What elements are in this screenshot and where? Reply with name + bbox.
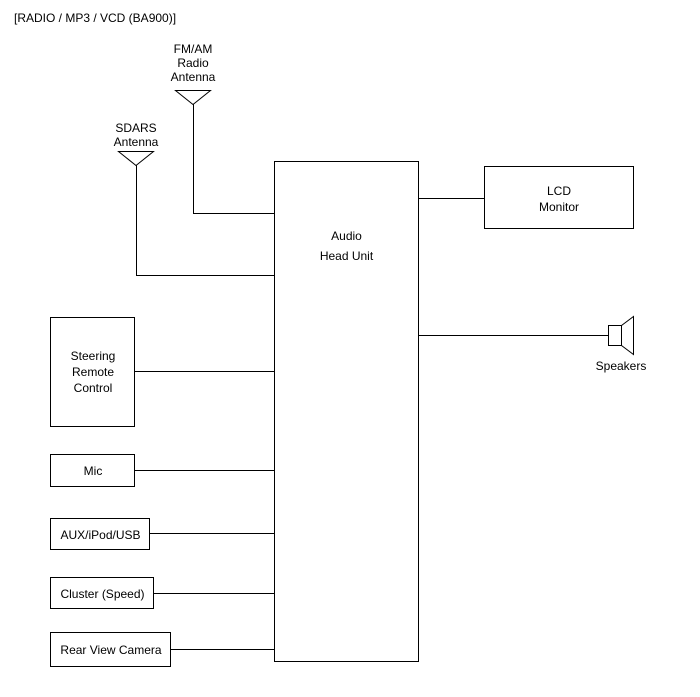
head-unit-box	[274, 161, 419, 662]
speakers-label: Speakers	[595, 359, 647, 373]
mic-label: Mic	[83, 464, 103, 478]
steering-remote-label: Steering Remote Control	[70, 349, 116, 395]
sdars-antenna-icon	[117, 151, 155, 167]
fm-am-antenna-icon	[174, 90, 212, 106]
fm-am-antenna-label: FM/AM Radio Antenna	[170, 42, 216, 84]
aux-label: AUX/iPod/USB	[60, 527, 141, 542]
speaker-icon	[608, 315, 634, 356]
head-unit-label: Audio Head Unit	[319, 229, 374, 263]
rear-camera-label: Rear View Camera	[60, 643, 162, 657]
lcd-monitor-box	[484, 166, 634, 229]
sdars-antenna-label: SDARS Antenna	[113, 121, 159, 149]
fm-am-antenna-wire	[193, 104, 275, 214]
diagram-title: [RADIO / MP3 / VCD (BA900)]	[14, 11, 177, 25]
sdars-antenna-wire	[136, 165, 275, 276]
cluster-label: Cluster (Speed)	[60, 586, 145, 601]
lcd-monitor-label: LCD Monitor	[538, 184, 579, 214]
